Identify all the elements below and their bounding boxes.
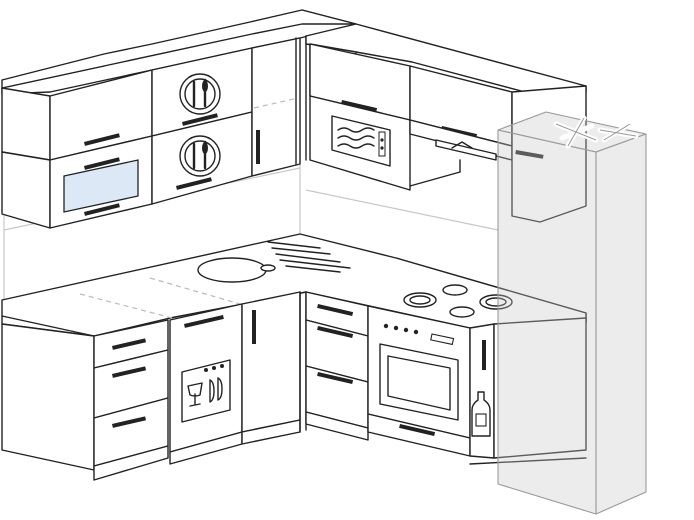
upper-cabinets-right: [305, 23, 587, 223]
hob-burner[interactable]: [442, 284, 468, 296]
sink-drain: [260, 264, 276, 272]
door-handle: [84, 157, 120, 170]
drawer-handle: [317, 303, 354, 316]
door-handle: [515, 150, 544, 159]
door-handle: [182, 113, 218, 126]
upper-corner-cabinet[interactable]: [251, 37, 301, 177]
microwave-window: [337, 127, 375, 149]
base-end-panel: [493, 317, 587, 459]
drawer-handle: [112, 416, 147, 428]
hood-vent: [435, 139, 497, 161]
refrigerator[interactable]: [497, 111, 647, 515]
door-handle: [83, 133, 120, 146]
fridge-side: [595, 133, 647, 515]
drawer-handle: [317, 325, 354, 338]
bottle-icon: [471, 391, 491, 437]
base-side-panel: [1, 323, 95, 471]
door-handle: [256, 130, 260, 164]
door-handle: [341, 100, 378, 112]
plinth: [93, 445, 169, 481]
drawer-handle: [317, 371, 354, 384]
dishwasher-handle: [184, 315, 224, 328]
upper-cabinet-side: [1, 87, 51, 161]
sink-bowl: [197, 257, 267, 283]
oven-window: [387, 355, 451, 411]
drawer-handle: [399, 423, 436, 436]
plates-icon: [209, 377, 223, 403]
sink-drainer: [267, 241, 351, 273]
glass-icon: [187, 382, 203, 407]
hob-burner[interactable]: [449, 306, 475, 318]
base-cabinets-right: [305, 291, 587, 465]
countertop: [1, 233, 587, 337]
drawer-handle: [112, 338, 147, 350]
door-handle: [176, 177, 212, 190]
fridge-front: [497, 129, 597, 515]
glass-panel: [63, 159, 139, 213]
plinth: [305, 411, 369, 441]
cooktop: [403, 284, 513, 318]
upper-cabinets-left: [1, 9, 357, 229]
base-cabinets-left: [1, 291, 307, 481]
base-corner-cabinet[interactable]: [241, 291, 301, 433]
door-handle: [482, 340, 486, 370]
upper-top-rim: [1, 9, 357, 89]
dishwasher-panel: [181, 359, 231, 423]
door-handle: [252, 310, 256, 344]
upper-cabinet-side-2: [1, 151, 51, 229]
upper-right-end-cabinet[interactable]: [511, 85, 587, 223]
drawer-handle: [112, 366, 147, 378]
door-handle: [84, 203, 120, 216]
